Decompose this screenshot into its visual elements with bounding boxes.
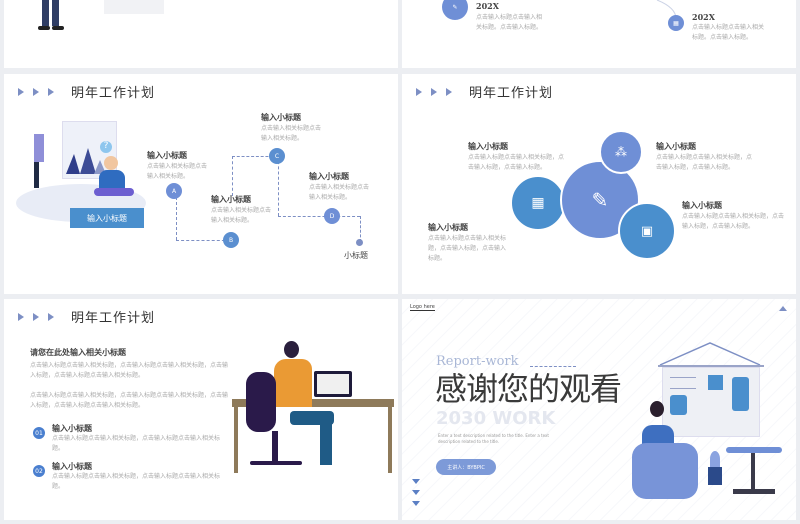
arrow-icon — [48, 312, 54, 321]
logo-placeholder: Logo here — [410, 304, 435, 311]
connector-line — [360, 216, 361, 242]
presenter-button[interactable]: 主讲人：BYBPIC — [436, 459, 496, 475]
triangle-up-icon — [779, 306, 787, 311]
ghost-text: 2030 WORK — [436, 408, 556, 429]
work-illustration: ? — [14, 114, 149, 224]
step-title: 输入小标题 — [309, 171, 349, 181]
timeline-year: 202X — [476, 1, 499, 11]
step-title: 输入小标题 — [147, 150, 187, 160]
slide-thanks[interactable]: Logo here Report-work 感谢您的观看 2030 WORK E… — [402, 299, 796, 520]
item-desc: 点击输入标题点击输入相关标题，点击输入标题，点击输入标题。 — [428, 235, 507, 262]
slide-header: 明年工作计划 — [18, 307, 155, 326]
item-title: 输入小标题 — [468, 141, 508, 151]
slide-top-left[interactable] — [4, 0, 398, 68]
desk-illustration — [232, 339, 397, 479]
arrow-icon — [416, 87, 422, 96]
step-marker-c: C — [269, 148, 285, 164]
office-illustration — [630, 339, 790, 504]
item-title: 输入小标题 — [52, 423, 92, 433]
board-icon: ▣ — [618, 202, 676, 260]
arrow-icon — [446, 87, 452, 96]
connector-line — [176, 192, 177, 240]
paragraph: 点击输入标题点击输入相关标题，点击输入标题点击输入相关标题，点击输入标题，点击输… — [30, 362, 229, 379]
slide-circles[interactable]: 明年工作计划 ▦ ✎ ⁂ ▣ 输入小标题 点击输入标题点击输入相关标题，点击输入… — [402, 74, 796, 294]
item-desc: 点击输入标题点击输入相关标题，点击输入标题点击输入相关标题。 — [52, 435, 221, 452]
slide-top-right[interactable]: ✎ 202X 点击输入标题点击输入相关标题。点击输入标题。 ▦ 202X 点击输… — [402, 0, 796, 68]
end-label: 小标题 — [344, 251, 368, 260]
arrow-icon — [18, 87, 24, 96]
arrow-icon — [431, 87, 437, 96]
slide-header: 明年工作计划 — [416, 82, 553, 101]
connector-line — [176, 240, 230, 241]
connector-line — [278, 216, 360, 217]
item-number-badge: 02 — [33, 465, 45, 477]
item-title: 输入小标题 — [656, 141, 696, 151]
item-number-badge: 01 — [33, 427, 45, 439]
step-title: 输入小标题 — [261, 112, 301, 122]
step-desc: 点击输入相关标题点击输入相关标题。 — [309, 184, 370, 201]
item-desc: 点击输入标题点击输入相关标题，点击输入标题点击输入相关标题。 — [52, 473, 221, 490]
triangle-down-icon — [412, 479, 420, 484]
step-desc: 点击输入相关标题点击输入相关标题。 — [211, 207, 272, 224]
description: Enter a text description related to the … — [438, 433, 549, 444]
slide-desk[interactable]: 明年工作计划 请您在此处输入相关小标题 点击输入标题点击输入相关标题，点击输入标… — [4, 299, 398, 520]
step-desc: 点击输入相关标题点击输入相关标题。 — [147, 163, 208, 180]
slide-title: 明年工作计划 — [71, 86, 156, 101]
board-illustration — [104, 0, 164, 14]
arrow-icon — [33, 312, 39, 321]
item-title: 输入小标题 — [52, 461, 92, 471]
step-marker-b: B — [223, 232, 239, 248]
end-marker — [356, 239, 363, 246]
paragraph: 点击输入标题点击输入相关标题，点击输入标题点击输入相关标题，点击输入标题，点击输… — [30, 392, 229, 409]
item-title: 输入小标题 — [682, 200, 722, 210]
item-title: 输入小标题 — [428, 222, 468, 232]
item-desc: 点击输入标题点击输入相关标题，点击输入标题，点击输入标题。 — [682, 213, 785, 230]
step-desc: 点击输入相关标题点击输入相关标题。 — [261, 125, 322, 142]
step-title: 输入小标题 — [211, 194, 251, 204]
step-marker-a: A — [166, 183, 182, 199]
subtitle-button[interactable]: 输入小标题 — [70, 208, 144, 228]
triangle-down-icon — [412, 490, 420, 495]
timeline-year: 202X — [692, 12, 715, 22]
eyebrow-rule — [530, 366, 576, 367]
slide-timeline[interactable]: 明年工作计划 ? 输入小标题 A B C D 输入小标题 点击输入相关标题点击输… — [4, 74, 398, 294]
timeline-desc: 点击输入标题点击输入相关标题。点击输入标题。 — [476, 14, 543, 31]
slide-title: 明年工作计划 — [71, 311, 156, 326]
calendar-icon: ▦ — [510, 175, 566, 231]
section-subtitle: 请您在此处输入相关小标题 — [30, 347, 126, 357]
chart-icon: ⁂ — [599, 130, 643, 174]
eyebrow-text: Report-work — [436, 354, 519, 369]
connector-line — [232, 156, 278, 157]
connector-line — [232, 156, 233, 196]
edit-icon: ✎ — [442, 0, 468, 20]
slide-header: 明年工作计划 — [18, 82, 155, 101]
timeline-desc: 点击输入标题点击输入相关标题。点击输入标题。 — [692, 24, 765, 41]
arrow-icon — [48, 87, 54, 96]
person-illustration — [38, 0, 66, 30]
connector-line — [278, 156, 279, 216]
triangle-down-icon — [412, 501, 420, 506]
item-desc: 点击输入标题点击输入相关标题，点击输入标题，点击输入标题。 — [656, 154, 753, 171]
calendar-icon: ▦ — [668, 15, 684, 31]
arrow-icon — [33, 87, 39, 96]
slide-title: 明年工作计划 — [469, 86, 554, 101]
thanks-title: 感谢您的观看 — [435, 370, 622, 408]
step-marker-d: D — [324, 208, 340, 224]
item-desc: 点击输入标题点击输入相关标题，点击输入标题，点击输入标题。 — [468, 154, 565, 171]
arrow-icon — [18, 312, 24, 321]
